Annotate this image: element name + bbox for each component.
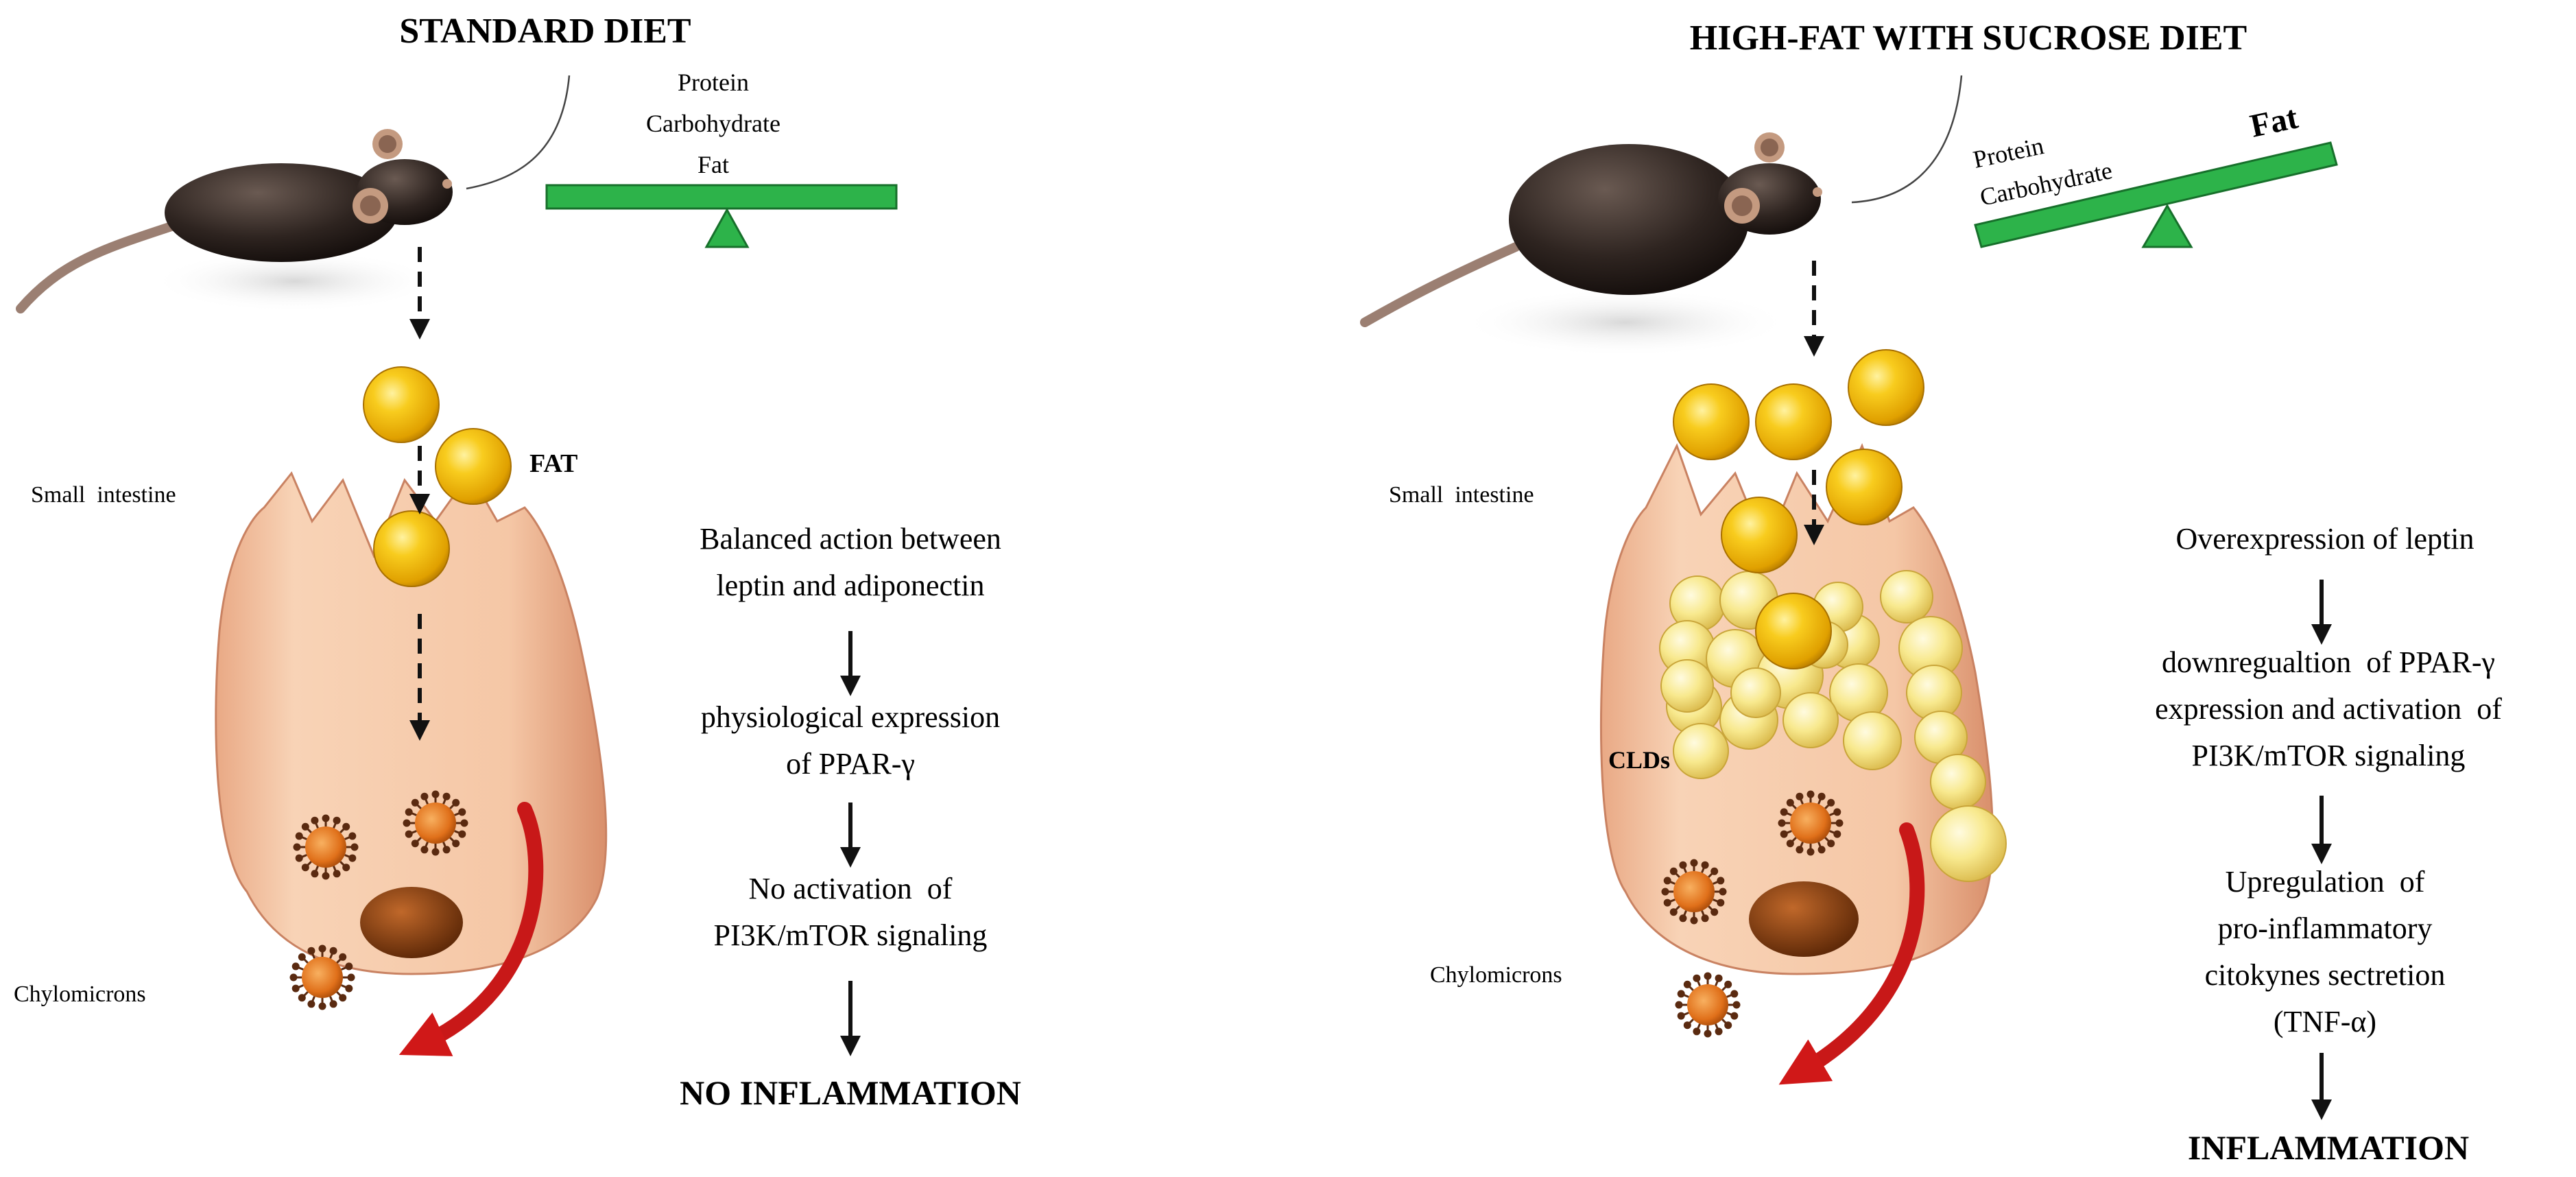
chylomicron-icon [403,790,468,856]
left-panel: STANDARD DIET Protein Carbohydrate Fat [14,12,1021,1112]
cld-droplet [1930,754,1986,810]
mouse-icon [16,129,453,313]
flow-ppar-line1: downregualtion of PPAR-γ [2162,645,2495,679]
chylomicron-icon [1778,790,1844,856]
chylomicron-icon [1661,859,1727,925]
mouse-icon [1360,132,1822,357]
cld-droplet [1843,711,1902,770]
flow-balanced-line1: Balanced action between [700,522,1001,556]
cld-droplet [1930,805,2007,882]
flow-upregulation-line3: citokynes sectretion [2205,958,2446,992]
chylomicron-icon [289,790,468,1010]
red-curved-arrow [1778,822,1925,1085]
nucleus-icon [1749,881,1859,957]
chylomicron-icon [1661,790,1844,1038]
red-curved-arrow [398,802,544,1056]
balance-label-protein: Protein [1970,132,2046,174]
balance-label-fat: Fat [2247,99,2301,145]
left-title: STANDARD DIET [399,12,691,51]
clds-label: CLDs [1608,746,1670,774]
chylomicron-icon [1675,972,1741,1038]
fat-droplet-icon [363,366,512,587]
cld-droplet [1730,667,1781,718]
flow-upregulation-line1: Upregulation of [2226,865,2425,899]
flow-pi3k-line2: PI3K/mTOR signaling [714,918,988,952]
cld-droplet [1673,723,1729,779]
small-intestine-label: Small intestine [31,482,176,508]
flow-ppar-line2: of PPAR-γ [786,747,915,781]
speech-line [1851,75,1963,204]
flow-leptin: Overexpression of leptin [2176,522,2474,556]
chylomicrons-label: Chylomicrons [1430,962,1562,988]
small-intestine-label: Small intestine [1389,482,1534,508]
right-panel: HIGH-FAT WITH SUCROSE DIET Protein Carbo… [1360,19,2502,1167]
fat-droplet-icon [1673,349,1924,669]
balance-label-carbohydrate: Carbohydrate [646,110,780,137]
flow-ppar-line2: expression and activation of [2155,692,2502,726]
cld-droplet [1660,659,1714,713]
balance-label-fat: Fat [697,151,729,178]
nucleus-icon [360,887,463,958]
flow-balanced-line2: leptin and adiponectin [717,569,985,602]
cld-droplet [1782,692,1839,748]
flow-pi3k-line1: No activation of [749,872,953,905]
speech-line [466,75,571,190]
chylomicron-icon [293,814,359,880]
flow-ppar-line1: physiological expression [701,700,1000,734]
balance-label-protein: Protein [678,69,749,96]
balance-scale-icon [545,184,898,248]
balance-scale-icon [1974,141,2338,248]
outcome-inflammation: INFLAMMATION [2188,1128,2469,1167]
outcome-no-inflammation: NO INFLAMMATION [680,1073,1021,1112]
cld-droplet [1880,570,1933,623]
flow-ppar-line3: PI3K/mTOR signaling [2192,739,2466,772]
flow-upregulation-line2: pro-inflammatory [2218,912,2433,945]
chylomicron-icon [289,944,355,1010]
right-title: HIGH-FAT WITH SUCROSE DIET [1690,19,2247,58]
fat-label: FAT [529,449,577,478]
flow-upregulation-line4: (TNF-α) [2274,1005,2376,1038]
chylomicrons-label: Chylomicrons [14,982,146,1007]
